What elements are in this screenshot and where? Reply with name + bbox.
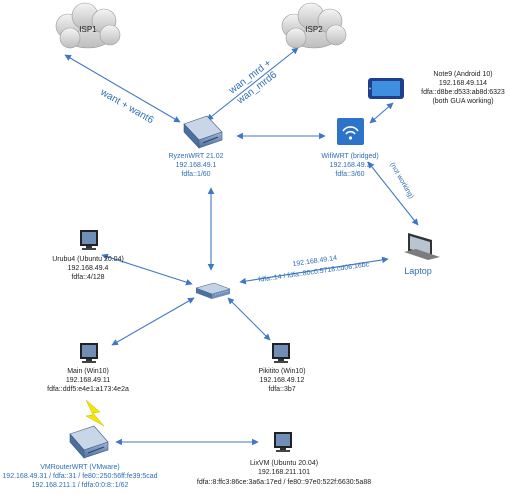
urubu-name: Urubu4 (Ubuntu 20.04)	[52, 256, 124, 263]
note9-ipv4: 192.168.49.114	[439, 80, 487, 87]
lixvm-ipv4: 192.168.211.101	[258, 469, 310, 476]
ryzen-name: RyzenWRT 21.02	[169, 153, 224, 160]
main-ipv4: 192.168.49.11	[66, 377, 110, 384]
switch-laptop-link	[239, 256, 389, 285]
desktop-computer-icon	[80, 230, 98, 250]
desktop-computer-icon	[80, 343, 98, 363]
pikitito-ipv6: fdfa::3b7	[268, 386, 295, 393]
wifi-laptop-link	[367, 161, 419, 226]
phone-icon	[368, 78, 404, 99]
wan-left-label: want + want6	[98, 87, 156, 127]
note9-ipv6: fdfa::d8be:d533:ab8d:6323	[421, 89, 505, 96]
ryzen-ipv4: 192.168.49.1	[176, 162, 217, 169]
laptop-name: Laptop	[404, 266, 432, 276]
vmrouter-ip-line2: 192.168.211.1 / fdfa:0:0:8::1/62	[32, 482, 129, 489]
pikitito-name: Pikitito (Win10)	[258, 368, 305, 375]
connections	[64, 47, 419, 446]
urubu-ipv6: fdfa::4/128	[71, 274, 104, 281]
vmrouter-name: VMRouterWRT (VMware)	[40, 464, 119, 471]
isp2-label: ISP2	[305, 25, 323, 34]
wifi-ipv6: fdfa::3/60	[335, 171, 364, 178]
isp1-label: ISP1	[79, 25, 97, 34]
desktop-computer-icon	[272, 343, 290, 363]
lightning-icon	[85, 399, 105, 427]
isp2-ryzen-link	[206, 47, 299, 121]
note9-name: Note9 (Android 10)	[433, 71, 492, 78]
wifi-access-point-icon	[337, 118, 364, 145]
ryzen-ipv6: fdfa::1/60	[181, 171, 210, 178]
ryzen-router-icon	[183, 115, 223, 149]
wifi-name: WifiWRT (bridged)	[321, 153, 378, 160]
isp2-cloud-icon: ISP2	[281, 2, 347, 49]
not-working-label: (not working)	[388, 162, 414, 201]
switch-main-link	[111, 297, 195, 346]
pikitito-ipv4: 192.168.49.12	[260, 377, 305, 384]
urubu-ipv4: 192.168.49.4	[68, 265, 109, 272]
wifi-note9-link	[369, 102, 394, 124]
switch-icon	[195, 282, 231, 299]
desktop-computer-icon	[274, 432, 292, 452]
main-name: Main (Win10)	[67, 368, 109, 375]
vmrouter-ip-line1: 192.168.49.31 / fdfa::31 / fe80::250:56f…	[2, 473, 157, 480]
note9-note: (both GUA working)	[432, 98, 493, 105]
lixvm-name: LixVM (Ubuntu 20.04)	[250, 460, 318, 467]
main-ipv6: fdfa::ddf5:e4e1:a173:4e2a	[47, 386, 129, 393]
vm-router-icon	[69, 425, 109, 459]
isp1-cloud-icon: ISP1	[55, 2, 121, 49]
laptop-icon	[404, 233, 440, 260]
switch-urubu-link	[101, 253, 193, 286]
wifi-ipv4: 192.168.49.3	[330, 162, 371, 169]
switch-pikitito-link	[227, 297, 271, 341]
lixvm-ipv6: fdfa::8:ffc3:86ce:3a6a:17ed / fe80::97e0…	[197, 479, 371, 486]
isp1-ryzen-link	[64, 54, 181, 123]
